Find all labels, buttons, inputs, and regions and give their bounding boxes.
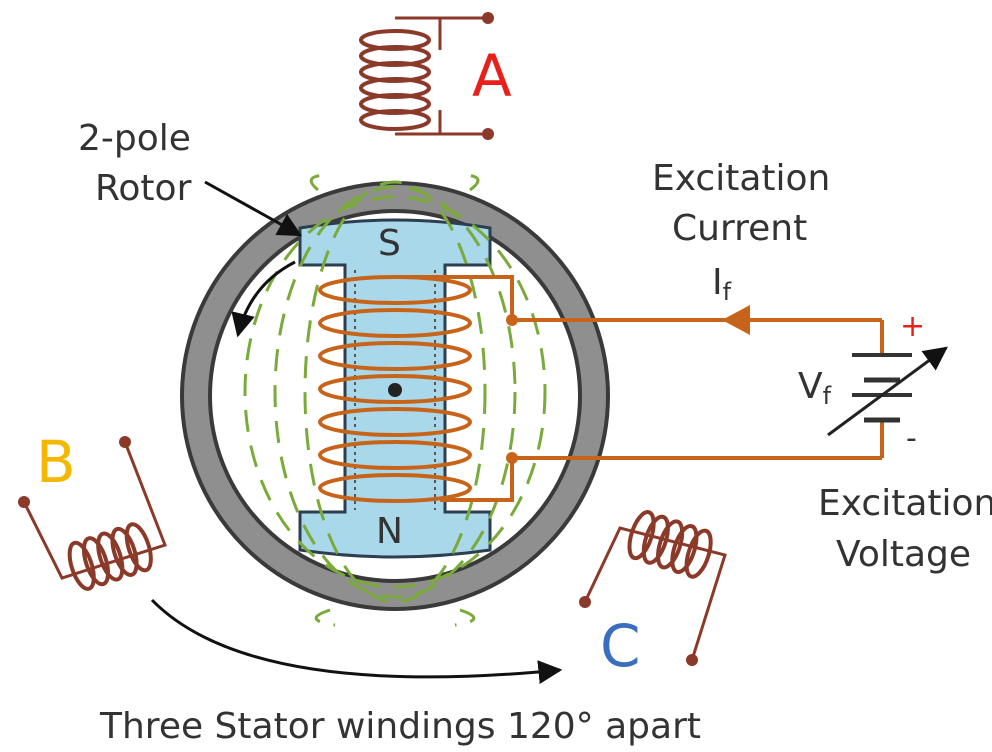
excitation-current-label-line2: Current <box>672 208 807 249</box>
phase-label-a: A <box>472 42 512 110</box>
phase-label-c: C <box>600 612 641 680</box>
field-voltage-symbol: Vf <box>798 366 832 410</box>
field-terminal-bottom <box>506 452 518 464</box>
excitation-circuit <box>512 318 884 460</box>
rotor <box>298 218 492 559</box>
rotor-rotation-arrow <box>231 260 296 338</box>
stator-spacing-arrow <box>150 598 563 685</box>
rotor-pointer-arrow <box>204 180 303 237</box>
rotor-label-line2: Rotor <box>95 168 192 209</box>
stator-coil-a <box>359 12 494 140</box>
pole-south-label: S <box>378 223 401 264</box>
variable-dc-source <box>827 346 948 437</box>
negative-terminal-sign: - <box>906 421 917 456</box>
positive-terminal-sign: + <box>900 309 925 344</box>
excitation-current-label-line1: Excitation <box>652 158 830 199</box>
field-terminal-top <box>506 314 518 326</box>
current-direction-arrow <box>722 305 750 335</box>
field-current-symbol: If <box>712 262 732 306</box>
phase-label-b: B <box>36 428 76 496</box>
stator-coil-c <box>579 510 727 666</box>
excitation-voltage-label-line2: Voltage <box>836 534 971 575</box>
diagram-caption: Three Stator windings 120° apart <box>99 706 701 747</box>
field-winding <box>318 275 514 503</box>
stator-coil-b <box>18 436 167 591</box>
rotor-label-line1: 2-pole <box>78 118 191 159</box>
flux-lines <box>243 173 547 627</box>
rotor-shaft-center <box>388 383 402 397</box>
pole-north-label: N <box>376 511 403 552</box>
excitation-voltage-label-line1: Excitation <box>818 483 992 524</box>
